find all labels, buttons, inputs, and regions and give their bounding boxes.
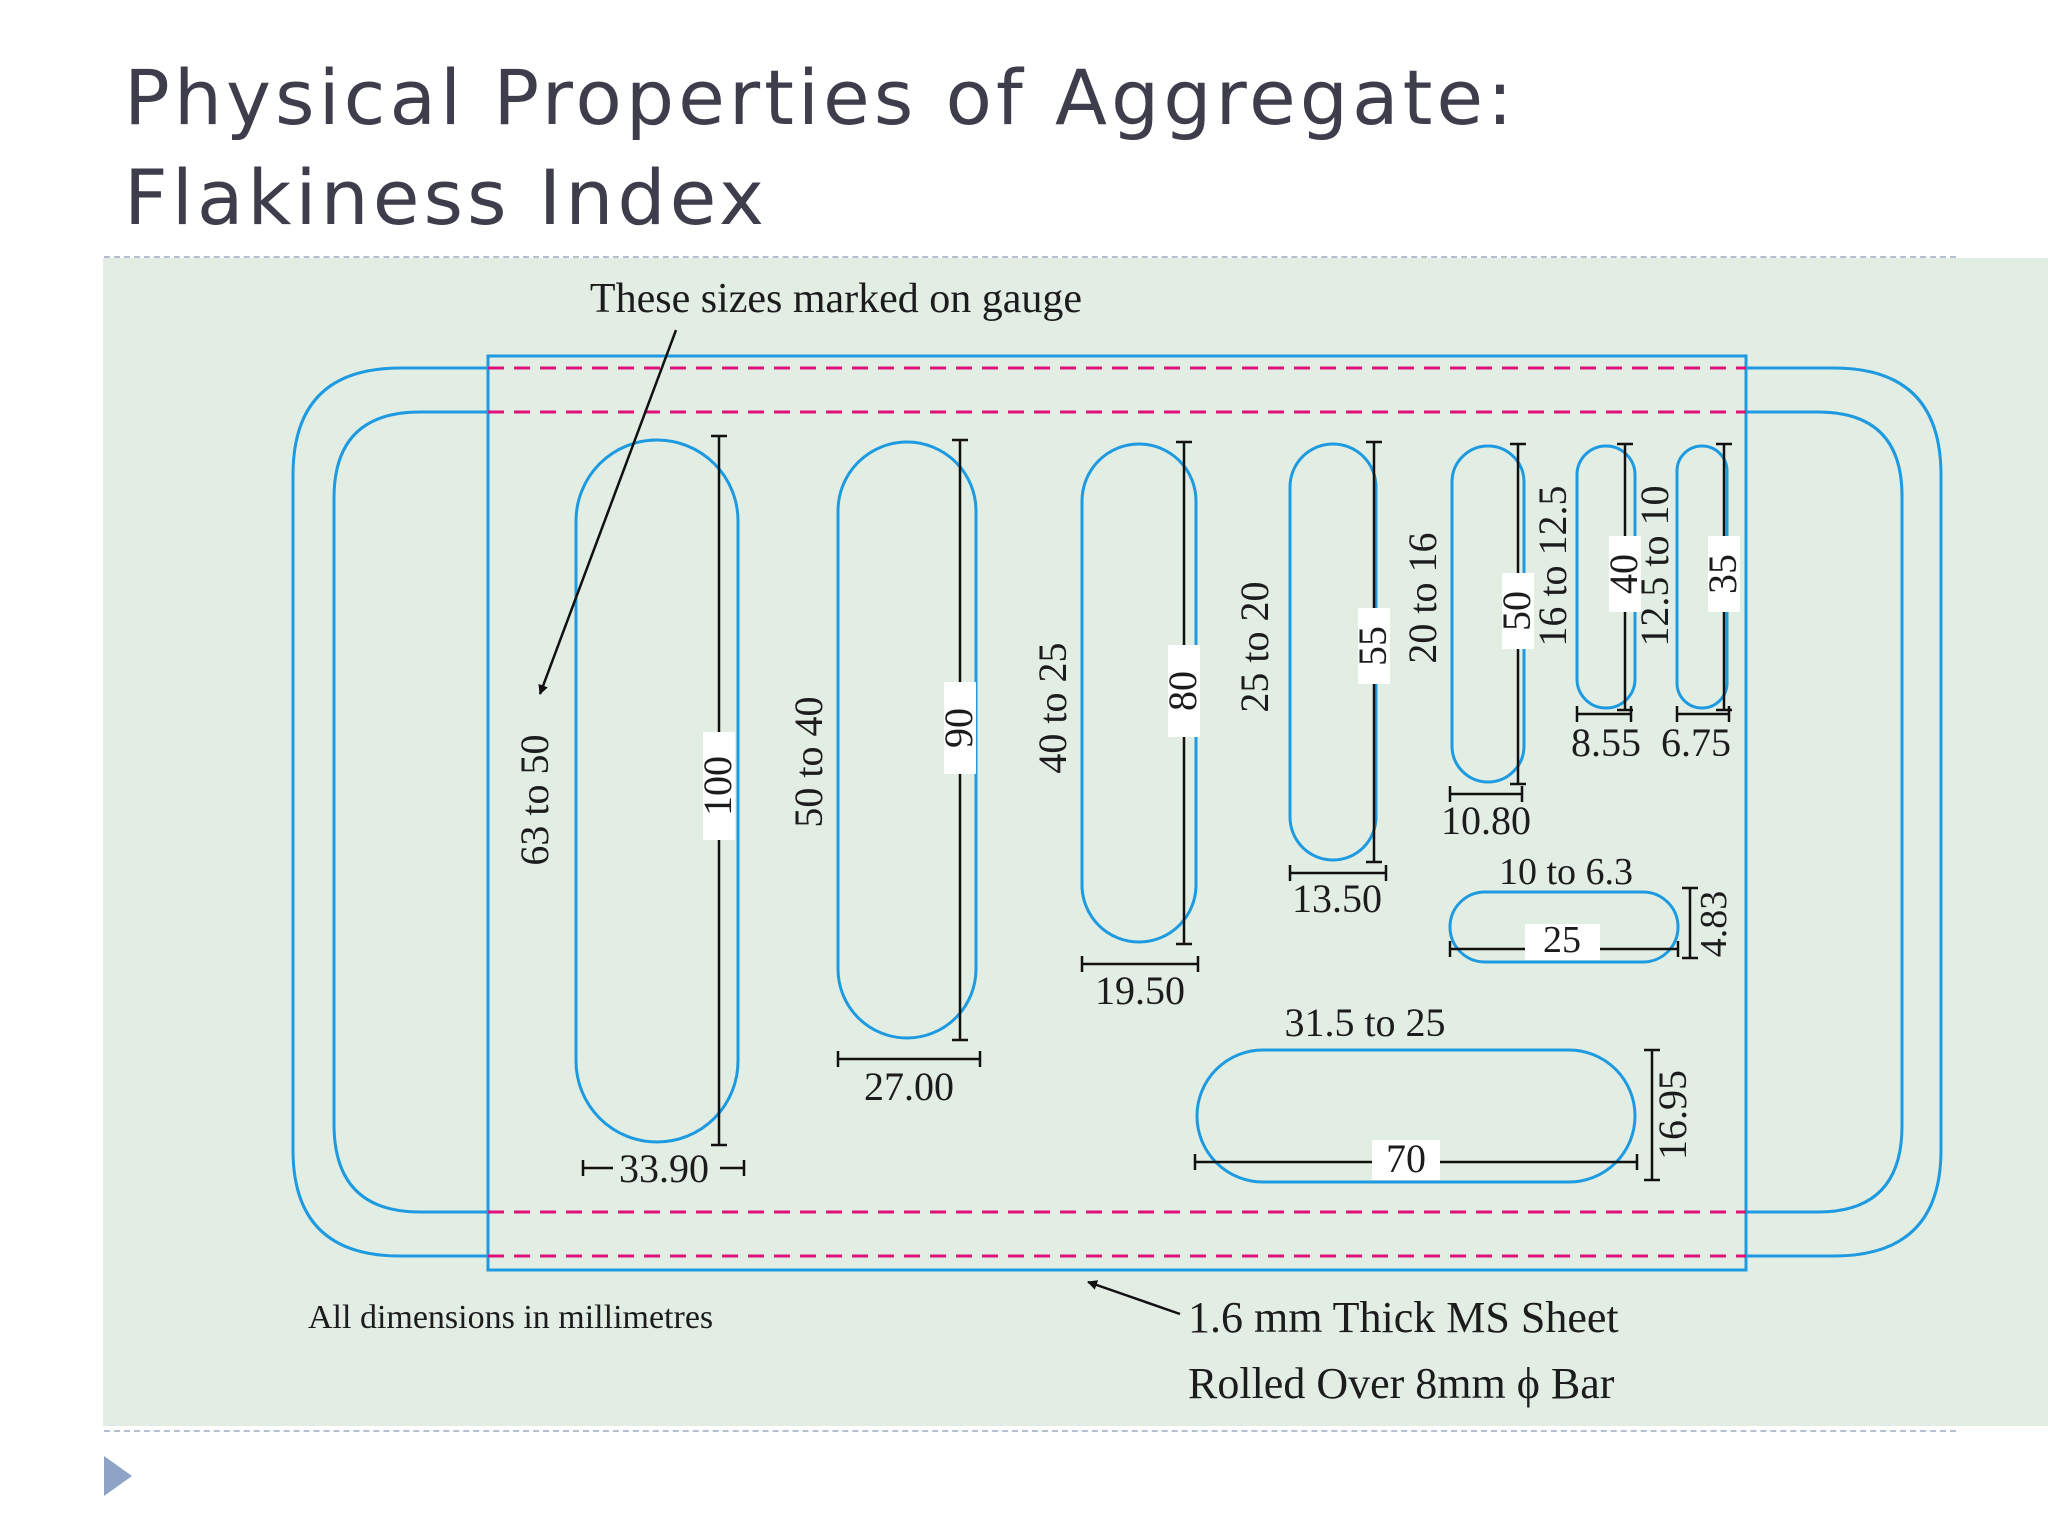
length-label-40: 40 xyxy=(1601,554,1646,594)
dim-line-width-10-80 xyxy=(1448,786,1524,802)
width-label-13-50: 13.50 xyxy=(1292,876,1382,921)
leader-arrow-ms-sheet xyxy=(1087,1280,1181,1316)
fold-lines xyxy=(488,366,1746,1258)
length-label-25: 25 xyxy=(1543,919,1581,961)
size-range-63-to-50: 63 to 50 xyxy=(512,734,557,865)
width-label-6-75: 6.75 xyxy=(1661,720,1731,765)
length-label-55: 55 xyxy=(1350,626,1395,666)
right-inner-roll xyxy=(1746,410,1904,1214)
slot-31-5-to-25 xyxy=(1195,1048,1637,1184)
width-label-33-90: 33.90 xyxy=(619,1146,709,1191)
title-divider xyxy=(104,256,1956,258)
bullet-arrow-icon xyxy=(104,1456,132,1496)
size-range-50-to-40: 50 to 40 xyxy=(786,696,831,827)
width-label-4-83: 4.83 xyxy=(1693,891,1735,958)
width-label-10-80: 10.80 xyxy=(1441,798,1531,843)
slide-title-line-2: Flakiness Index xyxy=(124,153,769,242)
dimension-lines xyxy=(538,329,1732,1316)
slide-title: Physical Properties of Aggregate: Flakin… xyxy=(124,48,1517,248)
dim-line-width-13-50 xyxy=(1288,865,1388,881)
slide-title-line-1: Physical Properties of Aggregate: xyxy=(124,53,1517,142)
length-label-35: 35 xyxy=(1700,554,1745,594)
gauge-plate xyxy=(291,354,1943,1272)
dim-line-width-8-55 xyxy=(1575,706,1633,722)
units-note: All dimensions in millimetres xyxy=(308,1299,713,1336)
size-range-10-to-6-3: 10 to 6.3 xyxy=(1499,851,1633,893)
leader-arrow-gauge-sizes xyxy=(538,329,678,695)
width-label-27-00: 27.00 xyxy=(864,1064,954,1109)
dim-line-width-16-95 xyxy=(1644,1048,1660,1182)
length-label-70: 70 xyxy=(1386,1136,1426,1181)
length-label-100: 100 xyxy=(695,756,740,816)
dim-line-width-6-75 xyxy=(1675,706,1731,722)
slot-63-to-50 xyxy=(574,438,740,1144)
gauge-plate-border xyxy=(486,354,1748,1272)
dim-line-width-4-83 xyxy=(1682,886,1698,960)
length-label-50: 50 xyxy=(1494,591,1539,631)
label-backgrounds xyxy=(703,536,1740,1180)
dim-line-width-33-90 xyxy=(581,1160,746,1176)
left-inner-roll xyxy=(332,410,488,1214)
width-label-8-55: 8.55 xyxy=(1571,720,1641,765)
dim-line-length-25 xyxy=(1448,941,1680,957)
slot-10-to-6-3 xyxy=(1448,890,1680,964)
size-range-16-to-12-5: 16 to 12.5 xyxy=(1530,485,1575,646)
sheet-note-line-1: 1.6 mm Thick MS Sheet xyxy=(1188,1293,1619,1342)
size-range-25-to-20: 25 to 20 xyxy=(1232,581,1277,712)
length-label-90: 90 xyxy=(936,708,981,748)
width-label-19-50: 19.50 xyxy=(1095,968,1185,1013)
sheet-note-line-2: Rolled Over 8mm ϕ Bar xyxy=(1188,1359,1615,1408)
width-label-16-95: 16.95 xyxy=(1650,1070,1695,1160)
length-label-80: 80 xyxy=(1160,671,1205,711)
left-outer-roll xyxy=(291,366,488,1258)
right-outer-roll xyxy=(1746,366,1943,1258)
size-range-20-to-16: 20 to 16 xyxy=(1400,532,1445,663)
dim-line-width-19-50 xyxy=(1080,956,1200,972)
dim-line-length-70 xyxy=(1193,1154,1639,1170)
bottom-divider xyxy=(104,1430,1956,1432)
size-range-12-5-to-10: 12.5 to 10 xyxy=(1632,485,1677,646)
size-range-40-to-25: 40 to 25 xyxy=(1030,642,1075,773)
dim-line-width-27-00 xyxy=(836,1051,982,1067)
callout-gauge-sizes: These sizes marked on gauge xyxy=(590,276,1082,322)
size-range-31-5-to-25: 31.5 to 25 xyxy=(1284,1000,1445,1045)
